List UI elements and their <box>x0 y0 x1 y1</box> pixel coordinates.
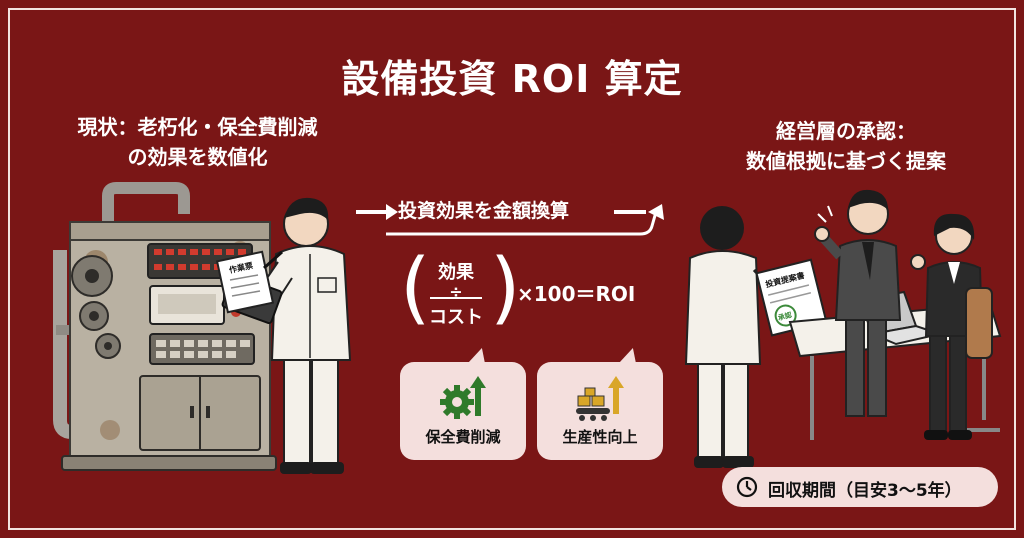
formula-open-paren: ( <box>400 243 431 333</box>
formula-result: ×100＝ROI <box>517 282 636 306</box>
page-title: 設備投資 ROI 算定 <box>341 57 683 101</box>
current-state-line-2: の効果を数値化 <box>127 145 268 169</box>
formula-denominator: コスト <box>429 307 483 328</box>
flow-label: 投資効果を金額換算 <box>398 200 570 222</box>
work-sheet-paper: 作業票 <box>215 250 283 314</box>
meeting-illustration: 投資提案書 承認 <box>684 189 1002 468</box>
current-state-line-1: 現状：老朽化・保全費削減 <box>77 115 318 139</box>
flow-arrow <box>356 204 664 236</box>
productivity-label: 生産性向上 <box>562 428 638 446</box>
page-border <box>8 8 1016 530</box>
maintenance-cost-label: 保全費削減 <box>425 428 501 446</box>
maintenance-cost-card: 保全費削減 <box>400 348 526 460</box>
formula-numerator: 効果 <box>438 262 474 283</box>
old-machine-illustration <box>53 182 277 471</box>
payback-period-label: 回収期間（目安3〜5年） <box>768 481 962 501</box>
clock-icon <box>736 476 758 498</box>
approval-line-1: 経営層の承認： <box>776 119 916 143</box>
approval-line-2: 数値根拠に基づく提案 <box>746 149 946 173</box>
payback-period-badge: 回収期間（目安3〜5年） <box>722 467 998 507</box>
productivity-card: 生産性向上 <box>537 348 663 460</box>
approval-caption: 経営層の承認： 数値根拠に基づく提案 <box>686 116 1006 176</box>
formula-close-paren: ) <box>490 243 521 333</box>
formula-operator: ÷ <box>449 282 463 301</box>
worker-with-clipboard-illustration <box>221 197 352 474</box>
current-state-caption: 現状：老朽化・保全費削減 の効果を数値化 <box>30 112 365 172</box>
work-sheet-label: 作業票 <box>228 260 254 275</box>
gear-up-arrow-icon <box>440 376 486 419</box>
approval-stamp-label: 承認 <box>777 310 793 322</box>
conveyor-up-arrow-icon <box>576 376 624 421</box>
